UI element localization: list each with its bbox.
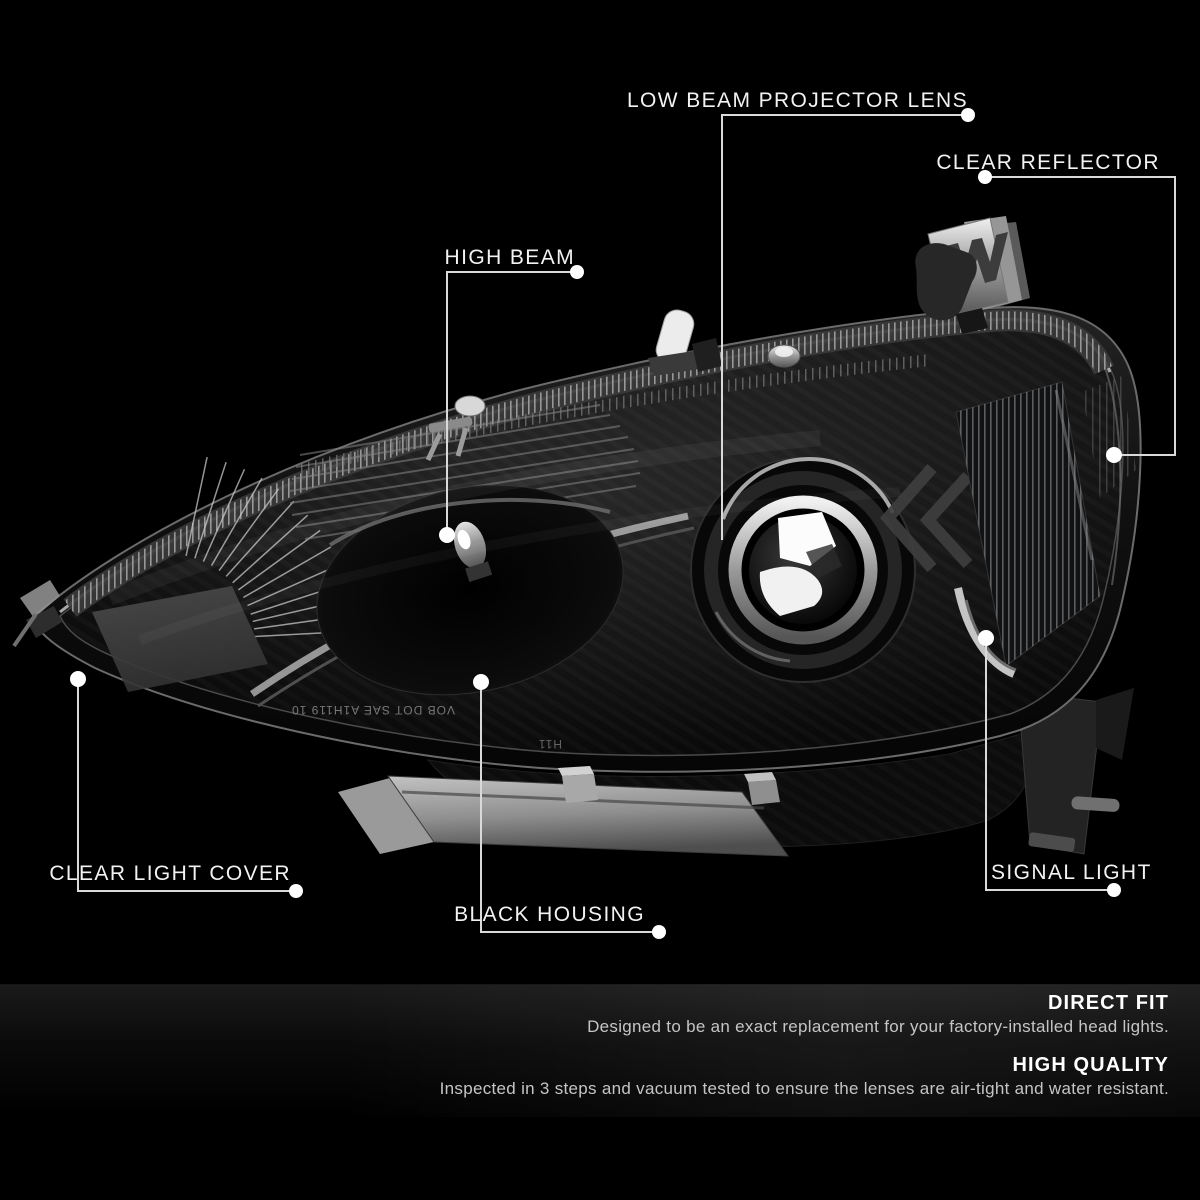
features-panel: DIRECT FIT Designed to be an exact repla…: [440, 991, 1169, 1115]
callout-label-high-beam: HIGH BEAM: [444, 246, 575, 269]
bottom-mounting-bracket: [338, 766, 790, 857]
callout-label-signal-light: SIGNAL LIGHT: [991, 861, 1152, 884]
signal-light-lens: [954, 381, 1101, 678]
callout-label-clear-light-cover: CLEAR LIGHT COVER: [49, 862, 291, 885]
feature-high-quality: HIGH QUALITY Inspected in 3 steps and va…: [440, 1053, 1169, 1099]
callout-label-low-beam-projector-lens: LOW BEAM PROJECTOR LENS: [626, 89, 968, 112]
housing-chevrons: [880, 464, 973, 572]
feature-title: HIGH QUALITY: [1012, 1054, 1169, 1076]
callout-line-signal-light: [978, 630, 1121, 897]
adjuster-tab: [648, 309, 722, 376]
side-mounting-bracket: [1017, 688, 1134, 855]
callout-line-clear-light-cover: [70, 671, 303, 898]
feature-title: DIRECT FIT: [1048, 992, 1169, 1014]
left-tip-clip: [12, 580, 62, 648]
high-beam-bulb: [316, 484, 624, 696]
lens-marking-center: H11: [538, 737, 562, 751]
lens-marking-left: VOB DOT SAE A1H119 10: [291, 703, 455, 717]
feature-direct-fit: DIRECT FIT Designed to be an exact repla…: [440, 991, 1169, 1037]
feature-description: Inspected in 3 steps and vacuum tested t…: [439, 1079, 1169, 1098]
callout-line-low-beam-projector-lens: [721, 108, 975, 540]
callout-line-black-housing: [473, 674, 666, 939]
low-beam-projector: [690, 457, 916, 683]
callout-line-high-beam: [439, 265, 584, 543]
callout-label-black-housing: BLACK HOUSING: [454, 903, 645, 926]
corner-reflector-ribs: [1082, 376, 1136, 498]
lens-cover-panel: [92, 586, 268, 692]
top-mounting-tab: [915, 216, 1030, 334]
callout-label-clear-reflector: CLEAR REFLECTOR: [936, 151, 1160, 174]
feature-description: Designed to be an exact replacement for …: [587, 1017, 1169, 1036]
top-hardware: [425, 344, 801, 462]
bottom-gradient-band: [0, 984, 1200, 1117]
callout-line-clear-reflector: [978, 170, 1176, 463]
